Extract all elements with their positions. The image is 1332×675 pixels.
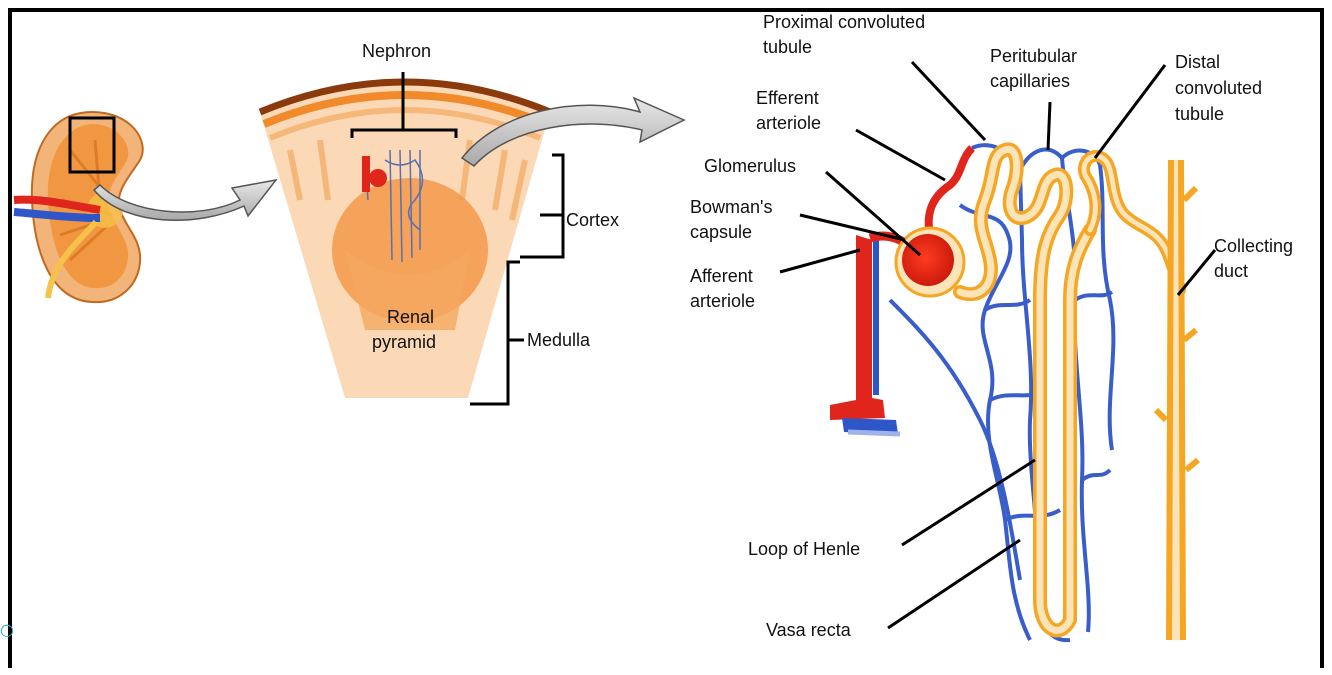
label-collecting-line1: Collecting (1214, 236, 1293, 256)
label-renal-pyramid-line2: pyramid (372, 332, 436, 352)
label-nephron: Nephron (362, 41, 431, 61)
label-collecting-line2: duct (1214, 261, 1248, 281)
label-dct-line3: tubule (1175, 104, 1224, 124)
nephron-detail (830, 145, 1198, 640)
label-afferent-line2: arteriole (690, 291, 755, 311)
label-cortex: Cortex (566, 210, 619, 230)
label-bowman-line2: capsule (690, 222, 752, 242)
label-afferent-line1: Afferent (690, 266, 753, 286)
label-loop-of-henle: Loop of Henle (748, 539, 860, 559)
label-dct-line1: Distal (1175, 52, 1220, 72)
label-glomerulus: Glomerulus (704, 156, 796, 176)
label-renal-pyramid-line1: Renal (387, 307, 434, 327)
pointer-cursor-icon: ○ (0, 620, 16, 640)
label-efferent-line1: Efferent (756, 88, 819, 108)
label-peritubular-line1: Peritubular (990, 46, 1077, 66)
label-pct-line1: Proximal convoluted (763, 12, 925, 32)
label-dct-line2: convoluted (1175, 78, 1262, 98)
label-efferent-line2: arteriole (756, 113, 821, 133)
label-vasa-recta: Vasa recta (766, 620, 852, 640)
label-medulla: Medulla (527, 330, 591, 350)
label-pct-line2: tubule (763, 37, 812, 57)
label-bowman-line1: Bowman's (690, 197, 772, 217)
label-peritubular-line2: capillaries (990, 71, 1070, 91)
